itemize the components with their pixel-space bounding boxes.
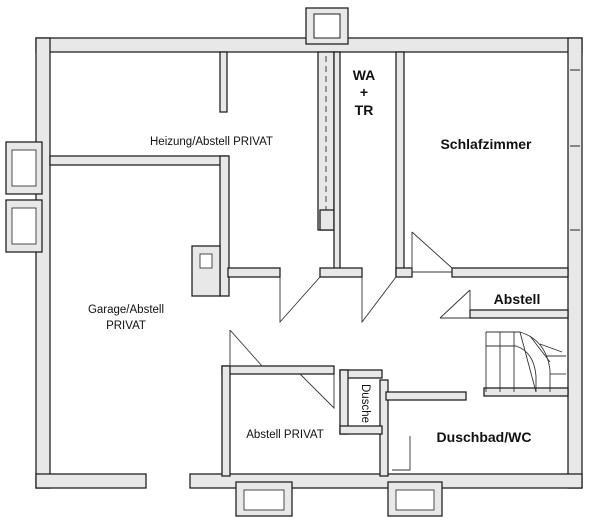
room-label-abstell-privat: Abstell PRIVAT <box>246 429 324 441</box>
room-label-abstell: Abstell <box>494 291 541 307</box>
interior-walls <box>49 51 569 477</box>
room-label-dusche: Dusche <box>359 384 371 423</box>
room-label-heizung: Heizung/Abstell PRIVAT <box>150 136 273 148</box>
room-label-tr: TR <box>355 102 374 118</box>
room-label-wa-plus: + <box>360 84 368 100</box>
door-swings <box>229 231 471 471</box>
room-label-duschbad: Duschbad/WC <box>437 429 532 445</box>
outer-walls <box>5 7 583 517</box>
room-label-wa: WA <box>353 67 376 83</box>
room-label-garage: Garage/Abstell <box>88 304 164 316</box>
staircase <box>485 331 566 393</box>
room-label-garage-privat: PRIVAT <box>106 320 146 332</box>
room-label-schlafzimmer: Schlafzimmer <box>440 136 532 152</box>
